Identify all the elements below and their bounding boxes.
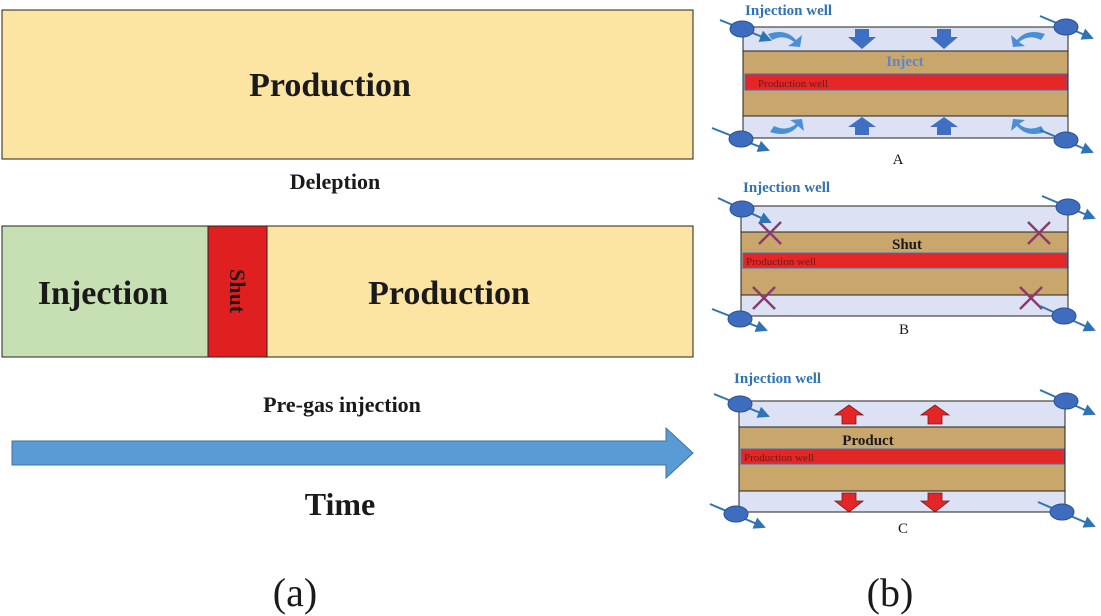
injection-well-icon — [1049, 503, 1075, 521]
scenario-c: Injection well Production well Product C — [709, 371, 1096, 537]
down-arrow-icon — [833, 492, 865, 513]
caption-scenario-a: A — [893, 152, 904, 168]
production-well-a — [744, 73, 1068, 91]
panel-a: Production Deleption Injection Shut Prod… — [1, 9, 694, 615]
production-well-b — [742, 252, 1068, 269]
gas-zone-top-c — [738, 400, 1066, 428]
shut-label-vertical: Shut — [225, 269, 250, 314]
injection-well-label-c: Injection well — [734, 371, 821, 387]
shut-x-icon — [752, 286, 776, 310]
inject-label: Inject — [886, 54, 924, 70]
injection-well-label-a: Injection well — [745, 3, 832, 19]
curved-flow-icon — [770, 119, 804, 134]
gas-zone-bottom-a — [742, 115, 1069, 139]
production-label-depletion: Production — [249, 67, 411, 104]
scenario-a: Injection well Production well Inject A — [711, 3, 1094, 168]
shut-x-icon — [1019, 286, 1043, 310]
production-well-c — [740, 448, 1065, 465]
up-arrow-icon — [848, 117, 876, 135]
gas-zone-top-b — [740, 205, 1069, 233]
injection-label: Injection — [38, 275, 168, 312]
curved-flow-icon — [1011, 32, 1045, 47]
time-label: Time — [305, 486, 376, 522]
production-well-label-a: Production well — [758, 78, 828, 90]
down-arrow-icon — [848, 29, 876, 49]
scenario-b: Injection well Production well Shut B — [711, 180, 1096, 338]
injection-well-icon — [729, 200, 755, 218]
injection-well-label-b: Injection well — [743, 180, 830, 196]
caption-a: (a) — [273, 570, 317, 615]
injection-well-icon — [1051, 307, 1077, 325]
curved-flow-icon — [768, 32, 802, 47]
up-arrow-icon — [930, 117, 958, 135]
injection-well-icon — [727, 310, 753, 328]
down-arrow-icon — [930, 29, 958, 49]
injection-segment — [1, 225, 209, 358]
gas-zone-bottom-b — [740, 294, 1069, 317]
production-segment — [266, 225, 694, 358]
injection-well-icon — [727, 395, 753, 413]
curved-flow-icon — [1011, 119, 1045, 134]
production-label-pregas: Production — [368, 275, 530, 312]
depletion-label: Deleption — [290, 169, 380, 194]
injection-well-icon — [723, 505, 749, 523]
caption-scenario-c: C — [898, 521, 908, 537]
production-well-label-b: Production well — [746, 256, 816, 268]
gas-zone-bottom-c — [738, 490, 1066, 513]
injection-well-icon — [1053, 18, 1079, 36]
up-arrow-icon — [833, 404, 865, 425]
up-arrow-icon — [919, 404, 951, 425]
injection-well-icon — [1055, 198, 1081, 216]
shut-segment — [207, 225, 268, 358]
shut-x-icon — [1027, 221, 1051, 245]
production-bar-depletion — [1, 9, 694, 160]
down-arrow-icon — [919, 492, 951, 513]
production-well-label-c: Production well — [744, 452, 814, 464]
product-label: Product — [842, 433, 893, 449]
injection-well-icon — [1053, 131, 1079, 149]
shut-label-b: Shut — [892, 237, 922, 253]
caption-scenario-b: B — [899, 322, 909, 338]
caption-b: (b) — [867, 570, 914, 615]
shut-x-icon — [758, 221, 782, 245]
pregas-injection-label: Pre-gas injection — [263, 392, 421, 417]
time-arrow — [11, 426, 694, 480]
injection-well-icon — [729, 20, 755, 38]
injection-well-icon — [728, 130, 754, 148]
injection-well-icon — [1053, 392, 1079, 410]
